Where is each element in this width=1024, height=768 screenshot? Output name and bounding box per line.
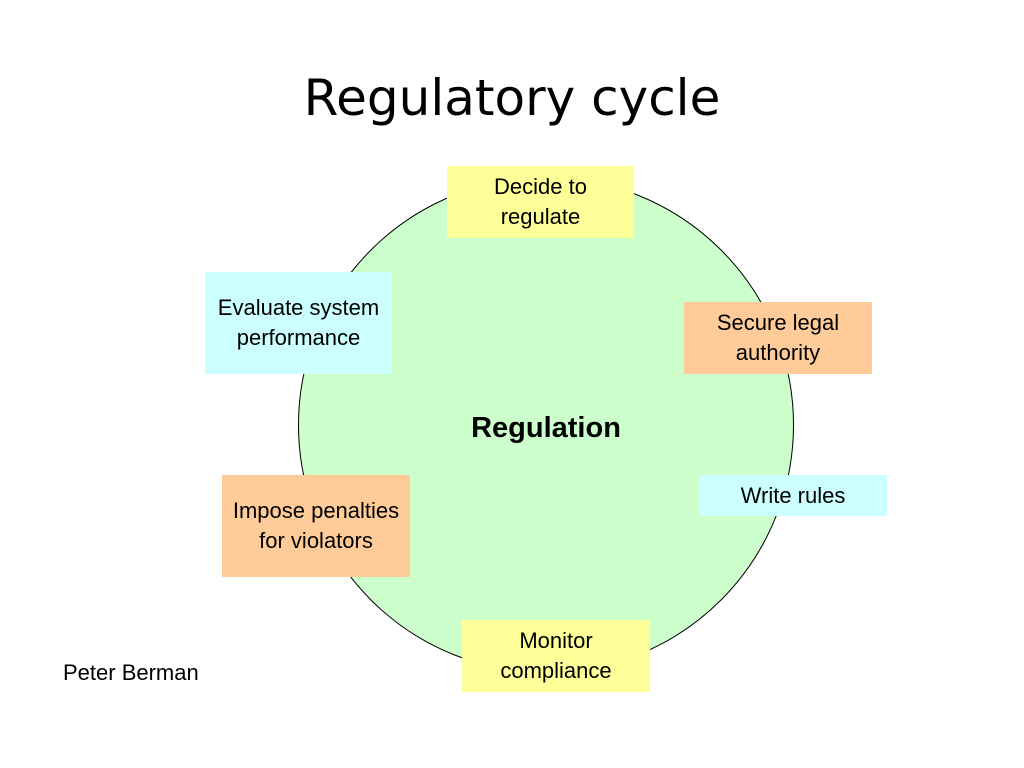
slide-title: Regulatory cycle	[303, 69, 721, 127]
step-evaluate-system-performance: Evaluate system performance	[205, 272, 392, 374]
step-label: Decide to regulate	[494, 174, 587, 229]
step-impose-penalties: Impose penalties for violators	[222, 475, 410, 577]
step-label: Write rules	[740, 482, 846, 508]
center-label: Regulation	[471, 412, 621, 444]
step-label: Secure legal authority	[716, 310, 840, 365]
step-decide-to-regulate: Decide to regulate	[447, 166, 634, 238]
step-write-rules: Write rules	[699, 475, 887, 516]
step-label: Impose penalties for violators	[232, 498, 400, 553]
footer-author: Peter Berman	[63, 660, 199, 685]
step-secure-legal-authority: Secure legal authority	[684, 302, 872, 374]
cycle-circle	[298, 177, 794, 673]
step-label: Evaluate system performance	[217, 295, 380, 350]
step-monitor-compliance: Monitor compliance	[462, 620, 650, 692]
step-label: Monitor compliance	[500, 628, 612, 683]
